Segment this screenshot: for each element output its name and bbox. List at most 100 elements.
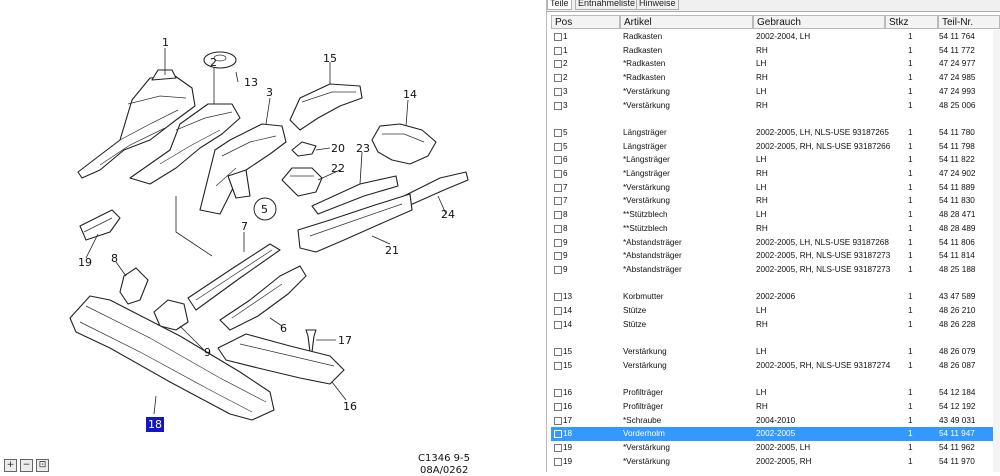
row-pos: 7 — [563, 196, 568, 206]
callout-18-selected[interactable]: 18 — [146, 417, 164, 432]
row-checkbox[interactable] — [554, 238, 562, 247]
row-checkbox[interactable] — [554, 87, 562, 96]
row-teil-nr: 54 11 772 — [939, 45, 975, 55]
part-5-marker[interactable] — [253, 197, 277, 221]
row-checkbox[interactable] — [554, 33, 562, 41]
row-checkbox[interactable] — [554, 307, 562, 315]
column-stkz[interactable]: Stkz — [885, 15, 938, 29]
row-checkbox[interactable] — [554, 252, 562, 261]
column-teil-nr[interactable]: Teil-Nr. — [938, 15, 1000, 29]
tab-teile[interactable]: Teile — [547, 0, 572, 10]
fit-view-icon[interactable]: ⊡ — [36, 459, 49, 472]
part-15-reinforcement[interactable] — [289, 83, 363, 131]
part-20-bracket[interactable] — [291, 141, 317, 157]
column-artikel[interactable]: Artikel — [620, 15, 753, 29]
part-8-support-plate[interactable] — [119, 267, 149, 305]
row-checkbox[interactable] — [554, 46, 562, 55]
zoom-in-icon[interactable]: + — [4, 459, 17, 472]
row-checkbox[interactable] — [554, 224, 562, 233]
part-1-wheelhouse[interactable] — [77, 69, 196, 179]
row-stkz: 1 — [908, 196, 913, 206]
tab-hinweise[interactable]: Hinweise — [636, 0, 679, 10]
part-21-longitudinal-member[interactable] — [297, 193, 413, 253]
row-checkbox[interactable] — [554, 60, 562, 69]
part-22-bracket[interactable] — [281, 167, 323, 197]
part-19-reinforcement[interactable] — [79, 209, 121, 241]
part-2-wheelhouse-inner[interactable] — [129, 103, 241, 185]
row-checkbox[interactable] — [554, 320, 562, 329]
part-13-cage-nut[interactable] — [203, 51, 237, 69]
row-checkbox[interactable] — [554, 156, 562, 165]
row-checkbox[interactable] — [554, 430, 562, 439]
column-pos[interactable]: Pos — [551, 15, 620, 29]
part-14-support[interactable] — [371, 123, 437, 165]
column-gebrauch[interactable]: Gebrauch — [753, 15, 885, 29]
row-checkbox[interactable] — [554, 402, 562, 411]
callout-15: 15 — [323, 52, 337, 65]
row-checkbox[interactable] — [554, 265, 562, 274]
row-teil-nr: 54 11 970 — [939, 456, 975, 466]
row-checkbox[interactable] — [554, 348, 562, 357]
row-checkbox[interactable] — [554, 183, 562, 192]
row-checkbox[interactable] — [554, 457, 562, 466]
part-24-profile[interactable] — [403, 171, 469, 207]
row-checkbox[interactable] — [554, 128, 562, 137]
row-checkbox[interactable] — [554, 170, 562, 178]
zoom-out-icon[interactable]: − — [20, 459, 33, 472]
part-16-profile-carrier[interactable] — [217, 333, 345, 385]
tab-entnahmeliste[interactable]: Entnahmeliste — [575, 0, 639, 10]
row-stkz: 1 — [908, 155, 913, 165]
callout-19: 19 — [78, 256, 92, 269]
row-teil-nr: 47 24 902 — [939, 169, 976, 178]
row-checkbox[interactable] — [554, 142, 562, 151]
row-checkbox[interactable] — [554, 197, 562, 206]
part-17-bolt[interactable] — [305, 329, 317, 353]
row-checkbox[interactable] — [554, 444, 562, 452]
row-checkbox[interactable] — [554, 293, 562, 302]
row-checkbox[interactable] — [554, 361, 562, 370]
row-checkbox[interactable] — [554, 416, 562, 425]
row-gebrauch: 2004-2010 — [756, 415, 796, 425]
row-checkbox[interactable] — [554, 101, 562, 110]
vertical-scrollbar[interactable] — [993, 30, 1000, 472]
part-6-longitudinal[interactable] — [219, 265, 307, 331]
part-3-reinforcement[interactable] — [199, 123, 287, 215]
row-checkbox[interactable] — [554, 389, 562, 398]
row-gebrauch: LH — [756, 155, 767, 165]
part-7-reinforcement[interactable] — [187, 243, 281, 311]
row-artikel: *Abstandsträger — [623, 264, 682, 274]
row-stkz: 1 — [908, 292, 913, 302]
row-teil-nr: 54 11 947 — [939, 429, 975, 439]
row-checkbox[interactable] — [554, 211, 562, 220]
row-checkbox[interactable] — [554, 74, 562, 83]
part-18-front-rail[interactable] — [69, 295, 275, 421]
